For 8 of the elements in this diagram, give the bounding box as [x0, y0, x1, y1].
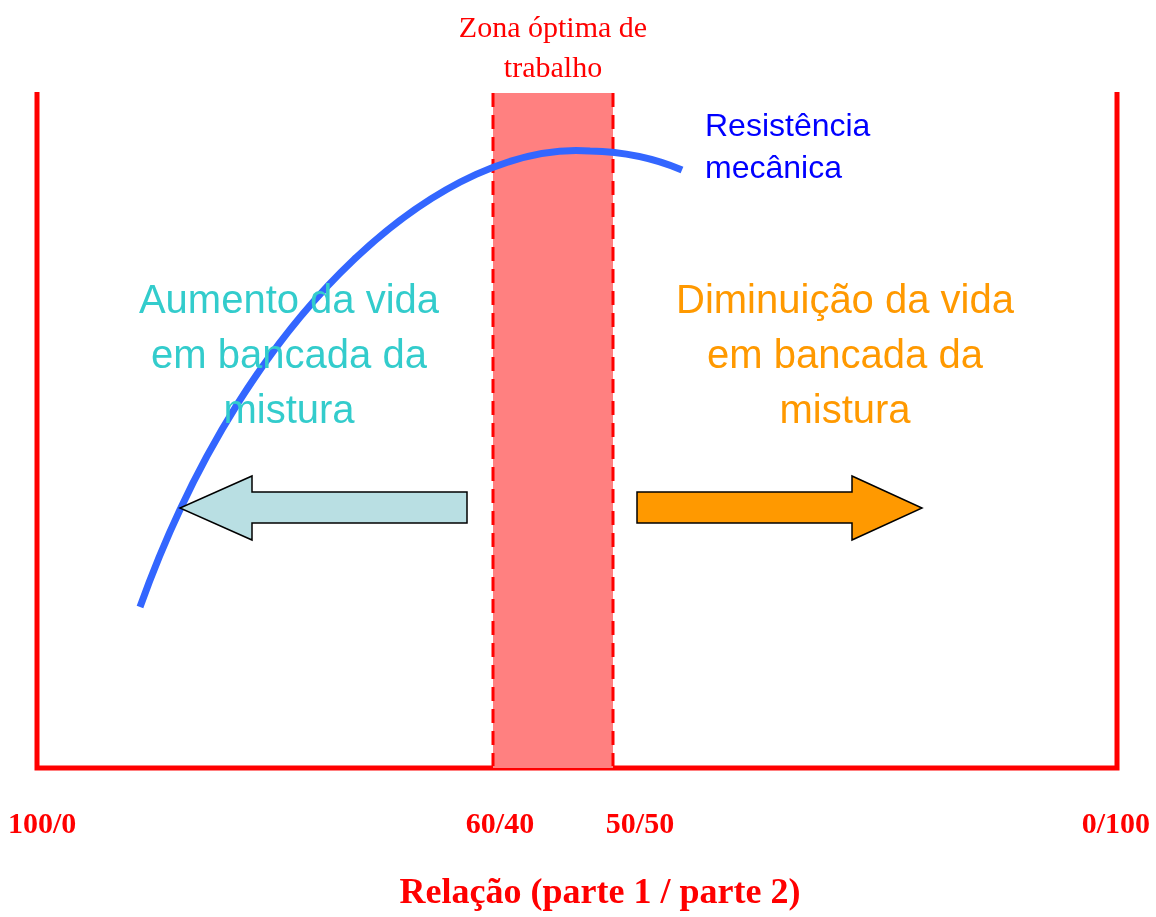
axis-tick-label: 0/100 — [1080, 805, 1150, 841]
axis-title: Relação (parte 1 / parte 2) — [398, 870, 802, 913]
axis-tick-label: 60/40 — [464, 805, 536, 841]
axis-tick-label: 100/0 — [8, 805, 78, 841]
zone-title: Zona óptima de trabalho — [457, 9, 649, 85]
axis-tick-label: 50/50 — [604, 805, 676, 841]
curve-label: Resistência mecânica — [705, 106, 872, 187]
region-label: Diminuição da vida em bancada da mistura — [675, 276, 1015, 433]
